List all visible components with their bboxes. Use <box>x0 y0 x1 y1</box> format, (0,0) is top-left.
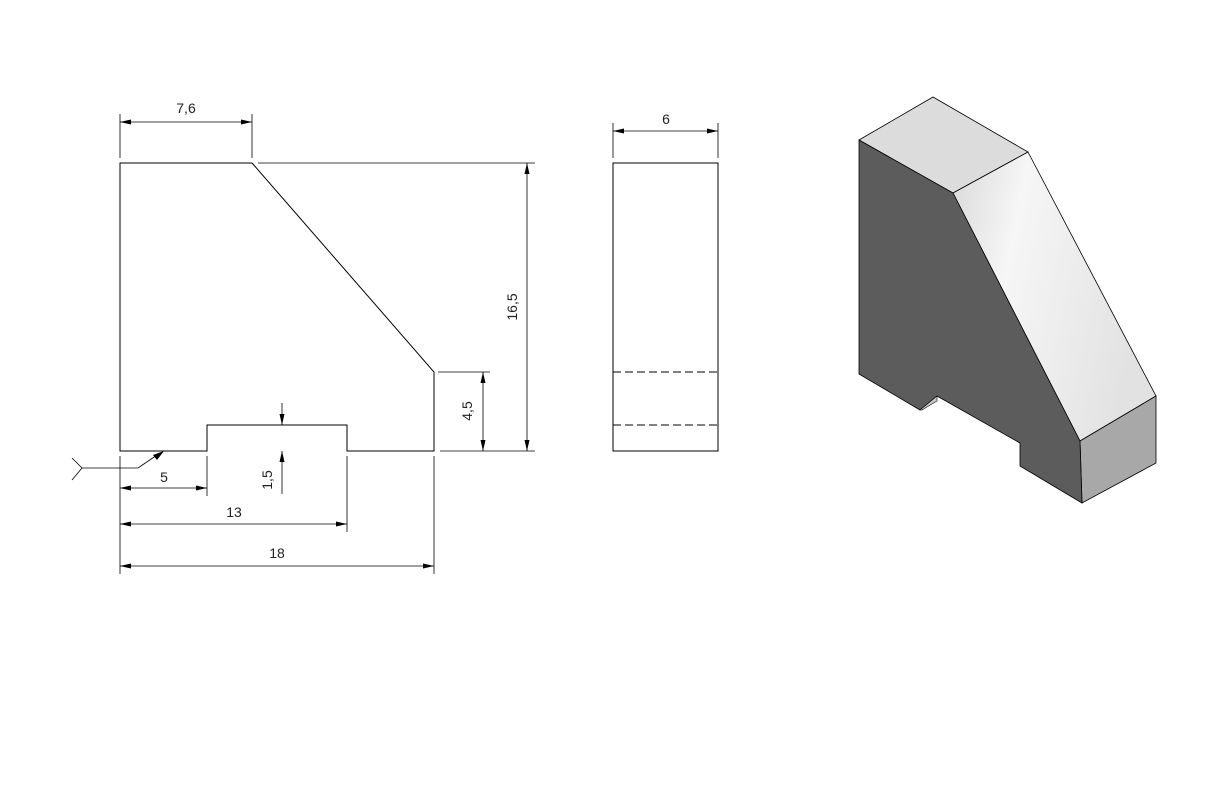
dimension-step-height: 4,5 <box>438 371 490 451</box>
dimension-step-height-label: 4,5 <box>459 401 475 421</box>
dimension-overall-width: 18 <box>120 456 435 574</box>
dimension-thickness: 6 <box>612 111 719 158</box>
isometric-view <box>858 96 1157 504</box>
leader-symbol <box>71 451 164 481</box>
dimension-top-width-label: 7,6 <box>176 100 196 116</box>
front-view: 7,6 16,5 4,5 1,5 <box>71 100 535 574</box>
iso-slot-inner-face <box>919 395 938 411</box>
dimension-slot-depth: 1,5 <box>259 403 285 494</box>
dimension-slot-depth-label: 1,5 <box>259 470 275 490</box>
dimension-height-label: 16,5 <box>504 293 520 320</box>
dimension-slot-start: 5 <box>119 456 208 574</box>
iso-side-face <box>858 139 1083 504</box>
side-view: 6 <box>612 111 719 452</box>
front-view-outline <box>119 162 435 452</box>
dimension-slot-end-label: 13 <box>226 504 242 520</box>
dimension-slot-start-label: 5 <box>160 469 168 485</box>
dimension-slot-end: 13 <box>120 456 348 532</box>
dimension-thickness-label: 6 <box>662 111 670 127</box>
dimension-overall-width-label: 18 <box>269 545 285 561</box>
dimension-top-width: 7,6 <box>119 100 253 158</box>
dimension-height: 16,5 <box>258 162 535 452</box>
side-view-outline <box>612 162 719 452</box>
